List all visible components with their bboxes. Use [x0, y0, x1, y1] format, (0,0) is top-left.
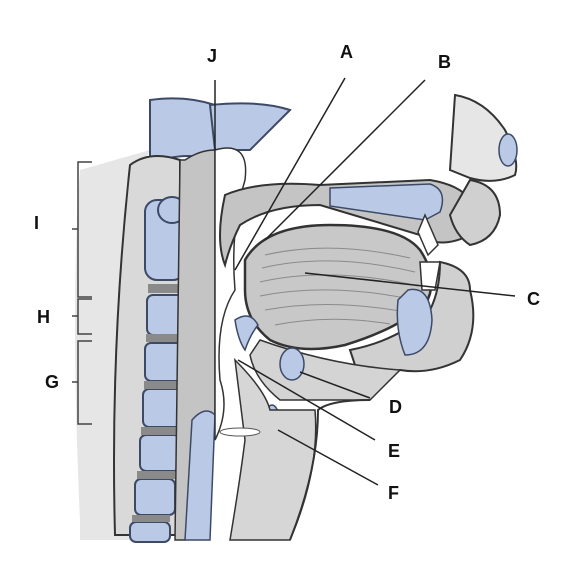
label-B: B	[438, 52, 451, 72]
leader-C	[304, 272, 516, 297]
skull-base	[208, 102, 292, 151]
region-brackets	[72, 161, 92, 425]
leader-D	[299, 371, 371, 399]
label-I: I	[34, 213, 40, 233]
vertebra-c6	[139, 434, 181, 472]
mandible	[396, 288, 433, 356]
disc	[148, 284, 186, 293]
label-D: D	[389, 397, 402, 417]
anterior-neck-skin	[289, 399, 371, 541]
lower-incisor	[419, 261, 441, 291]
esophagus	[184, 410, 216, 541]
label-E: E	[388, 441, 401, 461]
tongue-muscle-fibers	[259, 247, 419, 326]
label-J: J	[207, 46, 218, 66]
vocal-fold	[219, 427, 261, 437]
leader-A	[234, 77, 346, 271]
leader-B	[264, 79, 426, 241]
label-H: H	[37, 307, 50, 327]
label-A: A	[340, 42, 353, 62]
disc	[144, 381, 182, 389]
disc	[146, 334, 184, 342]
disc	[141, 427, 179, 435]
leader-lines	[214, 77, 516, 486]
nasal-cartilage	[498, 133, 518, 167]
label-C: C	[527, 289, 540, 309]
label-F: F	[388, 483, 399, 503]
hyoid-bone	[279, 347, 305, 381]
leader-F	[277, 429, 379, 486]
label-G: G	[45, 372, 60, 392]
vertebra-c7	[134, 478, 176, 516]
leader-E	[237, 359, 376, 441]
upper-lip	[448, 178, 502, 247]
hard-palate	[329, 183, 444, 221]
vertebra-t1	[129, 521, 171, 543]
posterior-neck-tissue	[75, 150, 150, 540]
disc	[137, 471, 175, 479]
epiglottis	[234, 315, 259, 352]
disc	[132, 515, 170, 522]
upper-incisor	[417, 213, 439, 257]
